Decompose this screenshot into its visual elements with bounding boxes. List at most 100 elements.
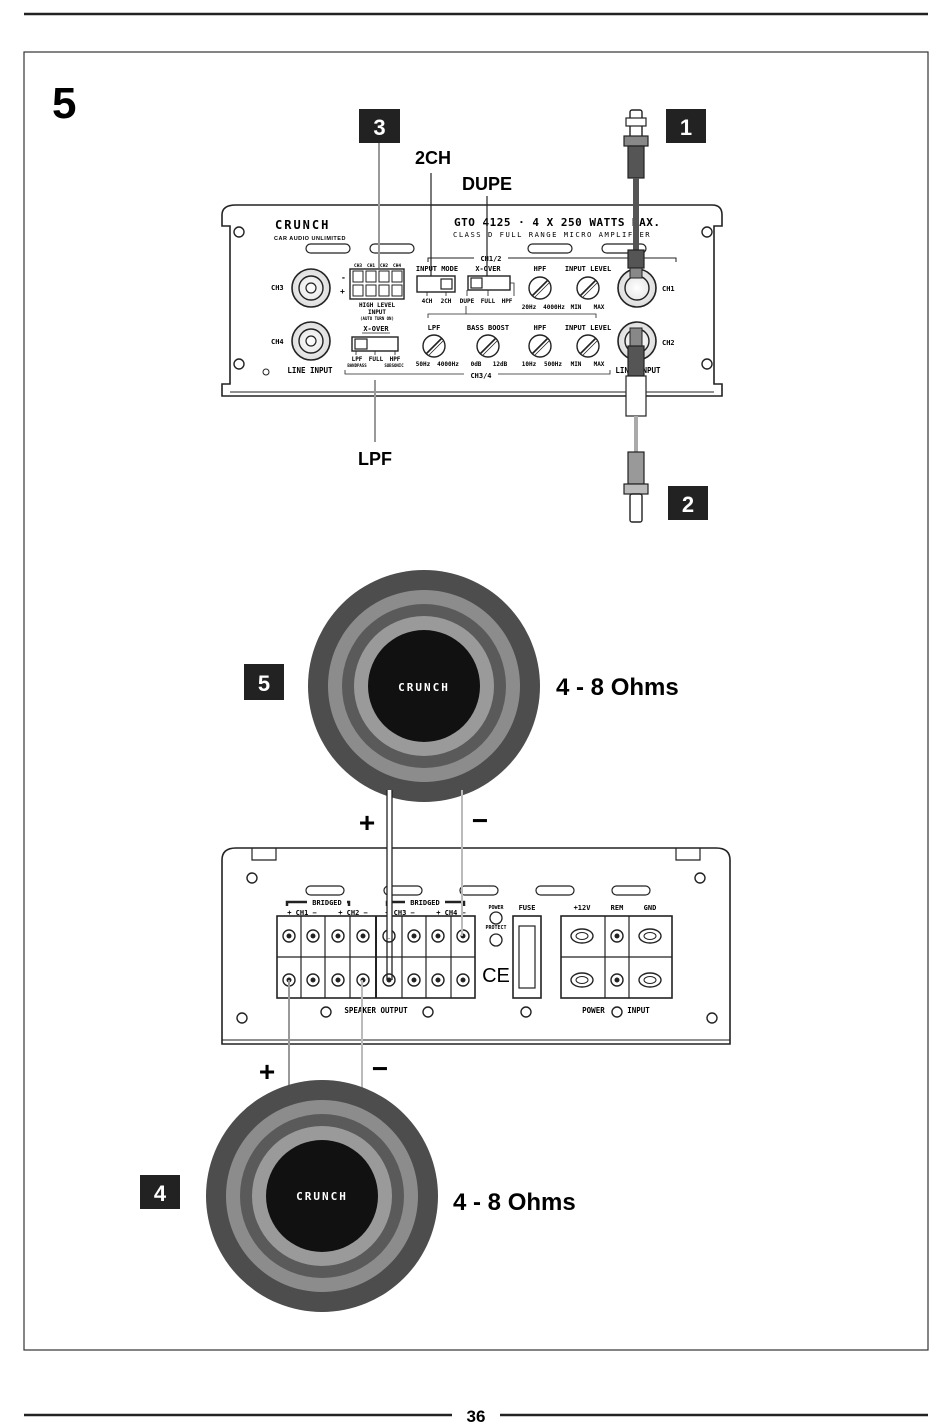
speaker-output-label: SPEAKER OUTPUT <box>344 1006 408 1015</box>
callout-4: 4 <box>140 1175 180 1209</box>
callout-1: 1 <box>666 109 706 143</box>
ch12-label: CH1/2 <box>480 255 501 263</box>
xover34-title: X-OVER <box>363 325 389 333</box>
hpf12-min: 20Hz <box>522 304 537 311</box>
hpf34-max: 500Hz <box>544 361 562 368</box>
xover12-switch[interactable] <box>467 275 511 291</box>
protect-led-label: PROTECT <box>485 925 506 931</box>
input-label: INPUT <box>368 309 386 316</box>
bridged-ch12-label: BRIDGED <box>312 899 342 907</box>
ch4-rca-jack[interactable] <box>291 321 331 361</box>
speaker-ch2-label: + CH2 − <box>338 909 368 917</box>
high-level-label: HIGH LEVEL <box>359 302 396 309</box>
speaker-ch1-label: + CH1 − <box>287 909 317 917</box>
speaker-upper-brand: CRUNCH <box>398 681 450 694</box>
hpf12-knob[interactable] <box>528 276 552 300</box>
xover12-opt-dupe: DUPE <box>460 298 475 305</box>
xover34-switch[interactable] <box>351 336 399 352</box>
input-level12-knob[interactable] <box>576 276 600 300</box>
speaker-upper-minus: − <box>472 805 488 836</box>
input-mode-opt-2ch: 2CH <box>441 298 452 305</box>
gnd-label: GND <box>644 904 657 912</box>
hpf34-min: 10Hz <box>522 361 537 368</box>
ch1-jack-label: CH1 <box>662 285 675 293</box>
speaker-lower-plus: + <box>259 1056 275 1087</box>
protect-led-icon <box>489 933 503 947</box>
power-input-terminal-block[interactable] <box>560 915 673 999</box>
bass-boost-knob[interactable] <box>476 334 500 358</box>
bridged-ch34-label: BRIDGED <box>410 899 440 907</box>
hl-plus: + <box>340 287 345 296</box>
input-level34-knob[interactable] <box>576 334 600 358</box>
ch3-jack-label: CH3 <box>271 284 284 292</box>
input-level34-max: MAX <box>594 361 605 368</box>
fuse-label: FUSE <box>519 904 536 912</box>
callout-3: 3 <box>359 109 400 143</box>
power-led-label: POWER <box>488 905 504 911</box>
callout-2: 2 <box>668 486 708 520</box>
xover34-opt-hpf: HPF <box>390 356 401 363</box>
hl-header-ch4: CH4 <box>393 263 401 269</box>
ch2-jack-label: CH2 <box>662 339 675 347</box>
label-2ch: 2CH <box>415 148 451 168</box>
xover34-sub-bandpass: BANDPASS <box>347 363 367 368</box>
label-lpf: LPF <box>358 449 392 469</box>
rca-plug-1-icon <box>623 109 649 279</box>
ch3-rca-jack[interactable] <box>291 268 331 308</box>
speaker-upper-icon <box>308 570 540 802</box>
ce-mark: CE <box>482 965 510 987</box>
lpf34-title: LPF <box>428 324 441 332</box>
speaker-lower-icon <box>206 1080 438 1312</box>
wire-upper-speaker-positive <box>386 790 393 980</box>
bass-boost-min: 0dB <box>471 361 482 368</box>
input-mode-title: INPUT MODE <box>416 265 458 273</box>
amp-brand: CRUNCH <box>275 218 330 232</box>
speaker-ch3-label: + CH3 − <box>385 909 415 917</box>
svg-text:2: 2 <box>682 492 694 517</box>
callout-5: 5 <box>244 664 284 700</box>
hl-header-ch1: CH1 <box>367 263 375 269</box>
power-input-label: POWER INPUT <box>582 1006 650 1015</box>
speaker-lower-minus: − <box>372 1053 388 1084</box>
xover34-opt-lpf: LPF <box>352 356 363 363</box>
hpf34-title: HPF <box>534 324 547 332</box>
input-level12-title: INPUT LEVEL <box>565 265 611 273</box>
hpf34-knob[interactable] <box>528 334 552 358</box>
input-level12-min: MIN <box>571 304 582 311</box>
fuse-holder[interactable] <box>512 915 542 999</box>
lpf34-max: 4000Hz <box>437 361 459 368</box>
speaker-upper-impedance: 4 - 8 Ohms <box>556 674 679 701</box>
rem-label: REM <box>611 904 624 912</box>
amp-brand-sub: CAR AUDIO UNLIMITED <box>274 236 346 242</box>
amp-model-sub: CLASS D FULL RANGE MICRO AMPLIFIER <box>453 230 651 239</box>
amp-model: GTO 4125 · 4 X 250 WATTS MAX. <box>454 216 661 229</box>
rca-plug-2-icon <box>623 327 649 523</box>
speaker-output-terminal-block[interactable] <box>276 915 476 999</box>
input-mode-switch[interactable] <box>416 275 456 293</box>
xover12-opt-full: FULL <box>481 298 496 305</box>
bass-boost-title: BASS BOOST <box>467 324 509 332</box>
speaker-upper-plus: + <box>359 807 375 838</box>
label-dupe: DUPE <box>462 174 512 194</box>
svg-text:1: 1 <box>680 115 692 140</box>
page-number: 36 <box>467 1407 486 1425</box>
ch34-label: CH3/4 <box>470 372 491 380</box>
svg-text:3: 3 <box>373 115 385 140</box>
svg-text:5: 5 <box>258 671 270 696</box>
lpf34-knob[interactable] <box>422 334 446 358</box>
plus12v-label: +12V <box>574 904 592 912</box>
input-level12-max: MAX <box>594 304 605 311</box>
xover34-sub-subsonic: SUBSONIC <box>384 363 404 368</box>
lpf34-min: 50Hz <box>416 361 431 368</box>
diagram-frame <box>23 51 929 1351</box>
speaker-ch4-label: + CH4 − <box>436 909 466 917</box>
speaker-lower-impedance: 4 - 8 Ohms <box>453 1189 576 1216</box>
ch4-jack-label: CH4 <box>271 338 284 346</box>
high-level-input-connector[interactable] <box>349 268 405 300</box>
power-led-icon <box>489 911 503 925</box>
hl-minus: - <box>341 273 346 282</box>
xover12-opt-hpf: HPF <box>502 298 513 305</box>
speaker-lower-brand: CRUNCH <box>296 1190 348 1203</box>
input-mode-opt-4ch: 4CH <box>422 298 433 305</box>
